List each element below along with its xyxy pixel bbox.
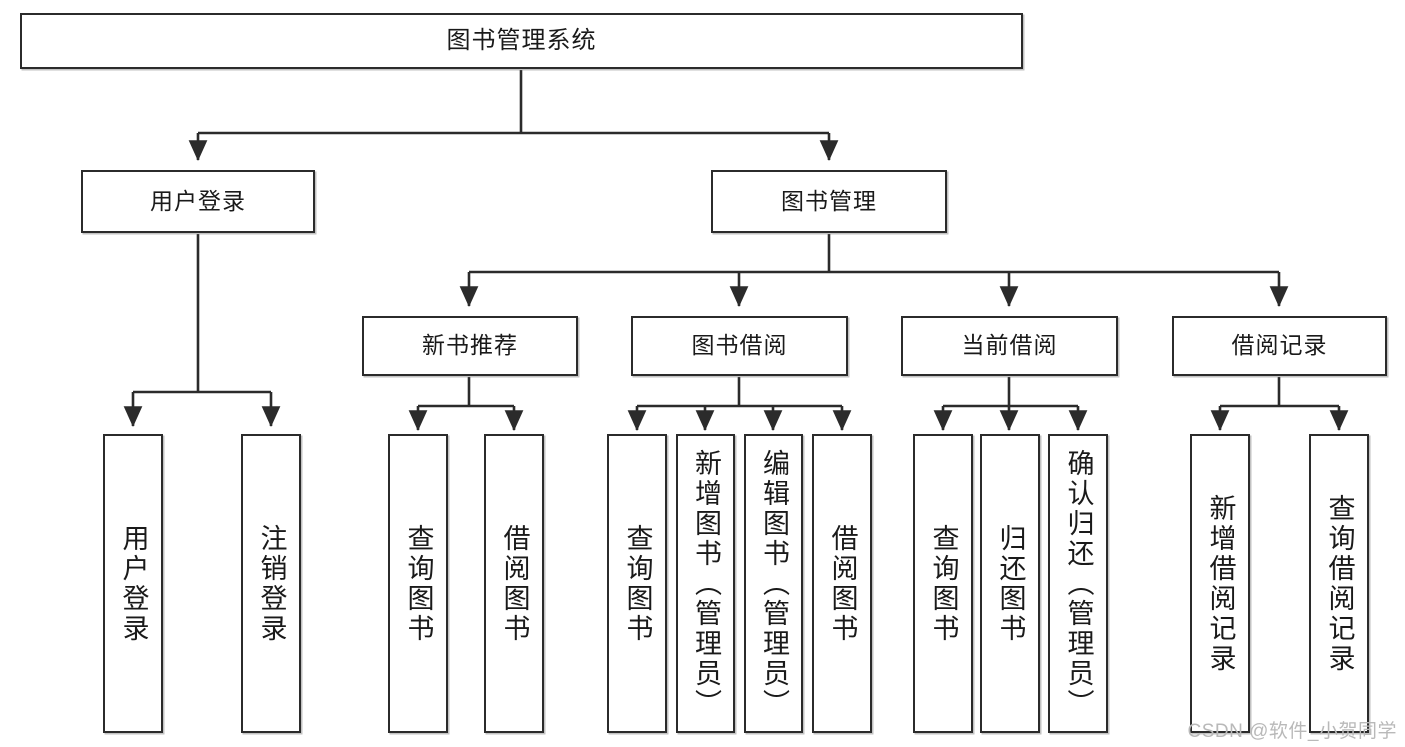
- node-label: 新书推荐: [422, 332, 518, 359]
- node-label: 借阅图书: [827, 523, 858, 644]
- node-label: 查询借阅记录: [1324, 493, 1355, 674]
- node-label: 借阅图书: [499, 523, 530, 644]
- node-label: 查询图书: [622, 523, 653, 644]
- node-label: 确认归还（管理员）: [1063, 448, 1094, 719]
- node-book-borrow[interactable]: 图书借阅: [631, 316, 848, 376]
- leaf-record-add[interactable]: 新增借阅记录: [1190, 434, 1250, 733]
- leaf-user-logout[interactable]: 注销登录: [241, 434, 301, 733]
- node-new-book-recommend[interactable]: 新书推荐: [362, 316, 578, 376]
- leaf-current-confirm-return-admin[interactable]: 确认归还（管理员）: [1048, 434, 1108, 733]
- node-label: 图书借阅: [691, 332, 788, 359]
- node-label: 借阅记录: [1231, 332, 1328, 359]
- watermark-text: CSDN @软件_小贺同学: [1187, 721, 1397, 742]
- leaf-current-query-book[interactable]: 查询图书: [913, 434, 973, 733]
- leaf-recommend-query-book[interactable]: 查询图书: [388, 434, 448, 733]
- node-label: 用户登录: [118, 523, 149, 644]
- leaf-borrow-borrow-book[interactable]: 借阅图书: [812, 434, 872, 733]
- leaf-record-query[interactable]: 查询借阅记录: [1309, 434, 1369, 733]
- node-borrow-record[interactable]: 借阅记录: [1172, 316, 1387, 376]
- node-label: 查询图书: [928, 523, 959, 644]
- leaf-user-login[interactable]: 用户登录: [103, 434, 163, 733]
- node-label: 图书管理系统: [446, 26, 597, 54]
- node-root-system[interactable]: 图书管理系统: [20, 13, 1023, 69]
- node-label: 新增借阅记录: [1205, 493, 1236, 674]
- node-label: 注销登录: [256, 523, 287, 644]
- node-label: 当前借阅: [961, 332, 1058, 359]
- node-label: 编辑图书（管理员）: [759, 448, 789, 719]
- leaf-recommend-borrow-book[interactable]: 借阅图书: [484, 434, 544, 733]
- node-label: 用户登录: [150, 187, 246, 214]
- leaf-current-return-book[interactable]: 归还图书: [980, 434, 1040, 733]
- leaf-borrow-add-book-admin[interactable]: 新增图书（管理员）: [676, 434, 735, 733]
- node-label: 新增图书（管理员）: [691, 448, 721, 719]
- node-label: 归还图书: [995, 523, 1026, 644]
- node-current-borrow[interactable]: 当前借阅: [901, 316, 1118, 376]
- leaf-borrow-query-book[interactable]: 查询图书: [607, 434, 667, 733]
- node-label: 图书管理: [781, 187, 877, 214]
- node-label: 查询图书: [403, 523, 434, 644]
- leaf-borrow-edit-book-admin[interactable]: 编辑图书（管理员）: [744, 434, 803, 733]
- node-user-login[interactable]: 用户登录: [81, 170, 315, 233]
- node-book-management[interactable]: 图书管理: [711, 170, 947, 233]
